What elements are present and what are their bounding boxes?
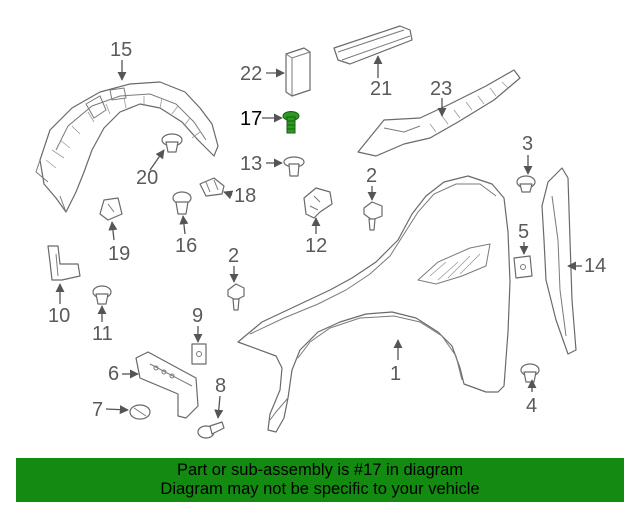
part-10-bracket[interactable] <box>47 245 81 281</box>
parts-diagram: 15 22 21 23 17 13 3 2 20 18 12 19 16 5 1… <box>35 25 606 439</box>
callout-2-lower: 2 <box>228 245 239 267</box>
callout-5: 5 <box>518 221 529 243</box>
callout-10: 10 <box>48 305 70 327</box>
callout-21: 21 <box>370 78 392 100</box>
callout-4: 4 <box>526 395 537 417</box>
callout-22: 22 <box>240 63 262 85</box>
callout-11: 11 <box>92 323 113 345</box>
part-16-pushpin[interactable] <box>172 191 192 215</box>
part-7-bolt[interactable] <box>129 404 151 420</box>
callout-2-upper: 2 <box>366 165 377 187</box>
part-20-pushpin[interactable] <box>161 133 183 153</box>
part-2-fastener-lower[interactable] <box>227 283 245 311</box>
part-12-bracket[interactable] <box>303 187 333 219</box>
part-17-bolt[interactable] <box>282 111 300 134</box>
banner-line-2: Diagram may not be specific to your vehi… <box>160 480 480 498</box>
callout-14: 14 <box>584 255 606 277</box>
part-13-clip-nut[interactable] <box>283 156 305 177</box>
callout-1: 1 <box>390 363 401 385</box>
part-6-bracket[interactable] <box>135 351 199 419</box>
part-9-nut-plate[interactable] <box>191 343 207 365</box>
part-1-fender[interactable] <box>237 175 511 433</box>
info-banner: Part or sub-assembly is #17 in diagram D… <box>16 458 624 502</box>
callout-15: 15 <box>110 39 132 61</box>
part-18-clip[interactable] <box>199 177 225 197</box>
callout-3: 3 <box>522 133 533 155</box>
callout-8: 8 <box>215 375 226 397</box>
callout-18: 18 <box>234 185 256 207</box>
callout-16: 16 <box>175 235 197 257</box>
leader-lines <box>55 55 582 419</box>
part-19-stud[interactable] <box>99 197 123 221</box>
part-8-bolt[interactable] <box>197 421 225 439</box>
callout-19: 19 <box>108 243 130 265</box>
part-11-fastener[interactable] <box>92 285 112 305</box>
callout-20: 20 <box>136 167 158 189</box>
part-22-block[interactable] <box>285 47 311 97</box>
callout-23: 23 <box>430 78 452 100</box>
part-2-fastener-upper[interactable] <box>363 201 383 231</box>
callout-12: 12 <box>305 235 327 257</box>
part-14-seal[interactable] <box>541 167 577 355</box>
callout-6: 6 <box>108 363 119 385</box>
part-21-insulator[interactable] <box>333 25 413 65</box>
callout-9: 9 <box>192 305 203 327</box>
part-5-retainer[interactable] <box>513 255 533 279</box>
part-4-fastener[interactable] <box>520 363 540 383</box>
callout-17: 17 <box>240 108 262 130</box>
part-15-fender-liner[interactable] <box>35 81 219 213</box>
banner-line-1: Part or sub-assembly is #17 in diagram <box>176 461 464 479</box>
callout-13: 13 <box>240 153 262 175</box>
part-3-fastener[interactable] <box>516 175 536 193</box>
callout-7: 7 <box>92 399 103 421</box>
